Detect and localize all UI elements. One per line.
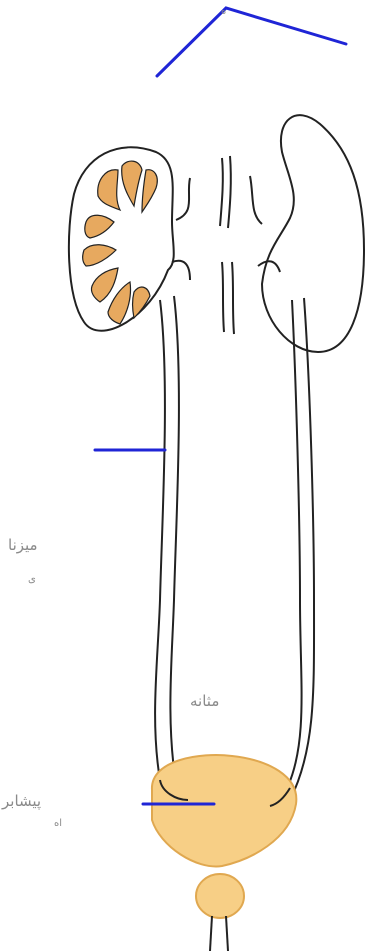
pointer-top — [157, 8, 346, 76]
bladder — [152, 755, 296, 866]
label-ureter: میزنا — [8, 536, 38, 554]
label-urethra-cont: اه — [54, 818, 62, 829]
label-ureter-cont: ی — [28, 574, 36, 585]
ureters — [155, 296, 314, 800]
label-bladder: مثانه — [190, 692, 219, 710]
prostate — [196, 874, 244, 918]
renal-vessels — [172, 156, 280, 334]
label-urethra: پیشابر — [2, 792, 41, 810]
right-kidney — [262, 115, 364, 352]
urethra — [210, 916, 228, 951]
label-top-mark: ه — [221, 6, 226, 17]
